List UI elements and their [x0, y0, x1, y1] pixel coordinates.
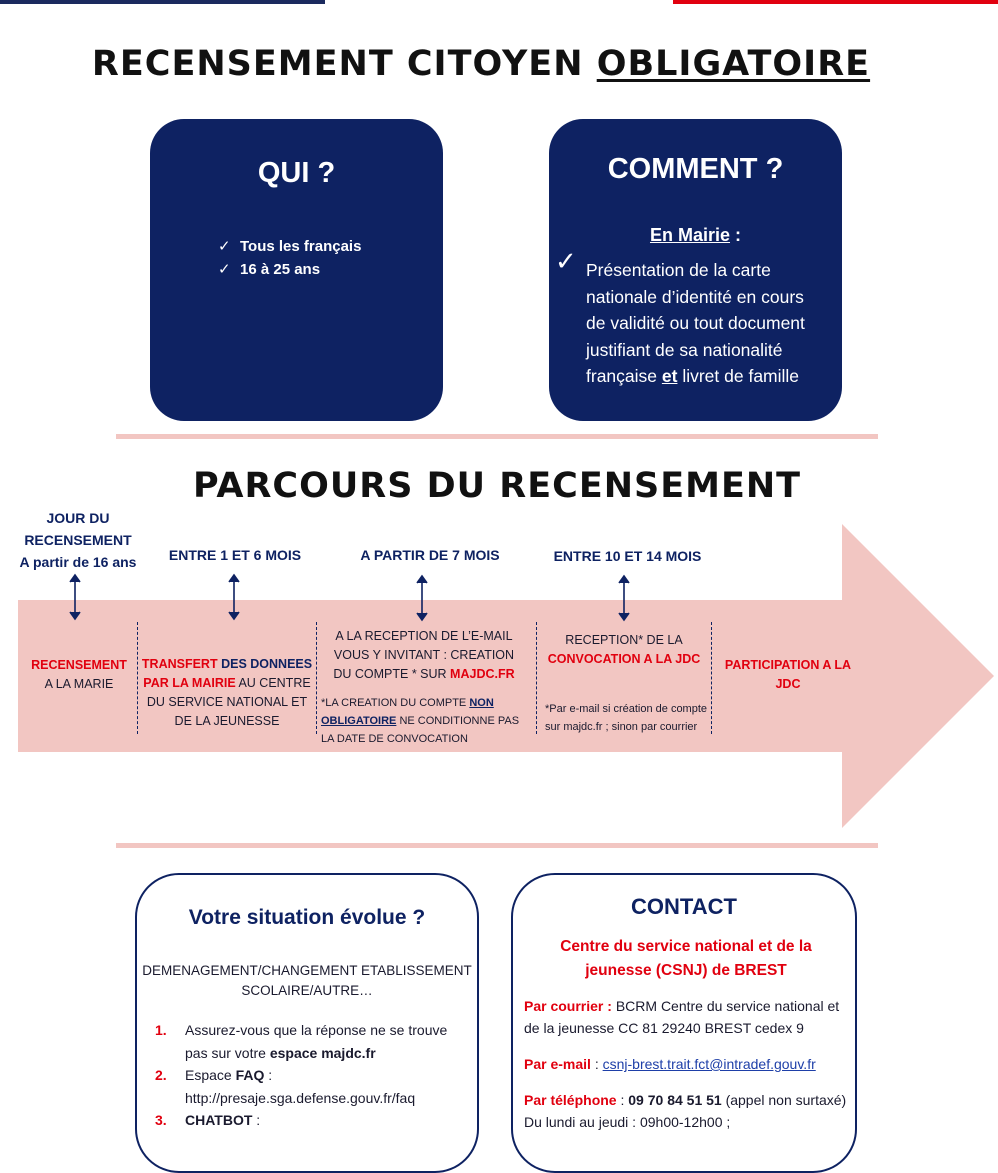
stage-2-text: TRANSFERT DES DONNEES PAR LA MAIRIE AU C…: [141, 657, 313, 728]
situation-card: Votre situation évolue ? DEMENAGEMENT/CH…: [135, 873, 479, 1173]
phone-number[interactable]: 09 70 84 51 51: [628, 1092, 722, 1108]
section-divider: [116, 843, 878, 848]
list-item: 1.Assurez-vous que la réponse ne se trou…: [155, 1022, 448, 1061]
stage-4-text: RECEPTION* DE LA CONVOCATION A LA JDC: [547, 633, 701, 666]
situation-title: Votre situation évolue ?: [188, 906, 426, 929]
stage-separator: [711, 622, 712, 734]
double-arrow-icon: [416, 574, 428, 622]
comment-subtitle: En Mairie :: [649, 225, 742, 245]
list-item: 2.Espace FAQ : http://presaje.sga.defens…: [155, 1067, 416, 1106]
contact-email: Par e-mail : csnj-brest.trait.fct@intrad…: [524, 1056, 816, 1072]
stage-2-header: ENTRE 1 ET 6 MOIS: [168, 547, 302, 563]
comment-description: Présentation de la carte nationale d’ide…: [586, 260, 805, 386]
qui-item: ✓16 à 25 ans: [218, 258, 361, 281]
timeline-arrow: [18, 524, 994, 828]
comment-card: COMMENT ? En Mairie : ✓ Présentation de …: [549, 119, 842, 421]
section-divider: [116, 434, 878, 439]
checkmark-icon: ✓: [218, 261, 231, 278]
comment-title: COMMENT ?: [607, 153, 784, 185]
email-link[interactable]: csnj-brest.trait.fct@intradef.gouv.fr: [602, 1056, 816, 1072]
double-arrow-icon: [618, 574, 630, 622]
qui-item: ✓Tous les français: [218, 235, 361, 258]
situation-subtitle: DEMENAGEMENT/CHANGEMENT ETABLISSEMENT SC…: [142, 963, 472, 998]
stage-separator: [137, 622, 138, 734]
majdc-link[interactable]: espace majdc.fr: [269, 1044, 376, 1061]
contact-organization: Centre du service national et de la jeun…: [560, 938, 812, 979]
stage-3-text: A LA RECEPTION DE L’E-MAIL VOUS Y INVITA…: [333, 629, 515, 681]
top-accent-blue: [0, 0, 325, 4]
qui-card: QUI ? ✓Tous les français ✓16 à 25 ans: [150, 119, 443, 421]
stage-3-header: A PARTIR DE 7 MOIS: [360, 547, 500, 563]
list-item: 3.CHATBOT :: [155, 1112, 261, 1128]
contact-phone: Par téléphone : 09 70 84 51 51 (appel no…: [524, 1092, 847, 1130]
qui-title: QUI ?: [257, 157, 336, 189]
qui-list: ✓Tous les français ✓16 à 25 ans: [218, 235, 361, 281]
checkmark-icon: ✓: [555, 247, 577, 277]
faq-link[interactable]: : http://presaje.sga.defense.gouv.fr/faq: [185, 1067, 416, 1106]
stage-5-text: PARTICIPATION A LA JDC: [724, 658, 852, 691]
stage-4-note: *Par e-mail si création de compte sur ma…: [545, 703, 708, 733]
stage-separator: [316, 622, 317, 734]
contact-title: CONTACT: [631, 894, 737, 919]
page-title: RECENSEMENT CITOYEN OBLIGATOIRE: [91, 44, 871, 84]
checkmark-icon: ✓: [218, 238, 231, 255]
stage-separator: [536, 622, 537, 734]
stage-1-text: RECENSEMENT A LA MARIE: [31, 658, 127, 691]
stage-3-note: *LA CREATION DU COMPTE NON OBLIGATOIRE N…: [321, 697, 520, 745]
contact-courrier: Par courrier : BCRM Centre du service na…: [524, 998, 840, 1036]
double-arrow-icon: [228, 573, 240, 621]
contact-card: CONTACT Centre du service national et de…: [511, 873, 857, 1173]
top-accent-red: [673, 0, 998, 4]
page-title-emphasis: OBLIGATOIRE: [596, 44, 871, 84]
parcours-title: PARCOURS DU RECENSEMENT: [192, 466, 802, 506]
situation-list: 1.Assurez-vous que la réponse ne se trou…: [153, 1019, 473, 1132]
stage-4-header: ENTRE 10 ET 14 MOIS: [553, 548, 702, 564]
stage-1-header: JOUR DU RECENSEMENT A partir de 16 ans: [19, 510, 137, 570]
double-arrow-icon: [69, 573, 81, 621]
